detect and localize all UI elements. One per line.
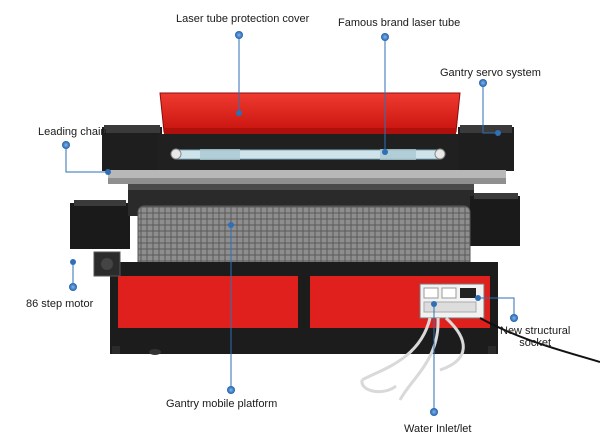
label-structural-socket: New structural socket [500, 325, 570, 349]
power-cable [479, 317, 600, 363]
label-gantry-servo: Gantry servo system [440, 67, 541, 79]
label-socket-line2: socket [519, 337, 552, 349]
step-motor [93, 251, 121, 277]
label-step-motor: 86 step motor [26, 298, 94, 310]
label-leading-chain: Leading chain [38, 126, 107, 138]
machine-cabinet [110, 262, 498, 355]
water-tubes [360, 316, 465, 401]
tube-cover [159, 92, 461, 134]
mobile-platform [137, 205, 471, 269]
label-laser-tube-cover: Laser tube protection cover [176, 13, 310, 25]
label-socket-line1: New structural [500, 325, 571, 337]
label-laser-tube: Famous brand laser tube [338, 17, 461, 29]
label-mobile-platform: Gantry mobile platform [166, 398, 278, 410]
label-water: Water Inlet/let [404, 423, 472, 435]
tube-housing [102, 125, 514, 172]
socket-panel [419, 283, 485, 319]
callout-lines [65, 35, 515, 412]
callout-dots [62, 31, 518, 416]
